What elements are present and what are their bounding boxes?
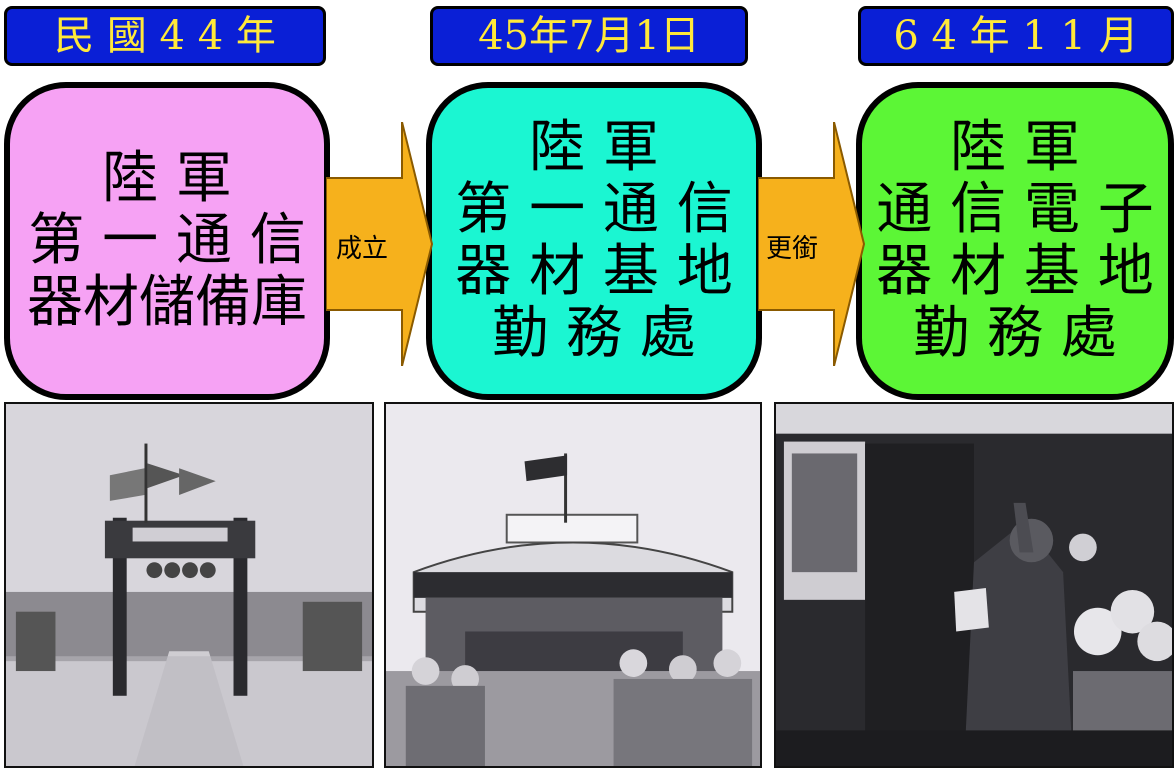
- stage-box-1: 陸 軍 第 一 通 信 器材儲備庫: [4, 82, 330, 400]
- stage-3-line-1: 陸 軍: [950, 115, 1080, 180]
- arrow-right-icon-1: [326, 122, 434, 366]
- stage-2-line-2: 第 一 通 信: [455, 177, 733, 242]
- stage-box-3: 陸 軍 通 信 電 子 器 材 基 地 勤 務 處: [856, 82, 1174, 400]
- stage-box-2: 陸 軍 第 一 通 信 器 材 基 地 勤 務 處: [426, 82, 762, 400]
- transition-label-2: 更銜: [766, 234, 819, 264]
- date-tag-2: 45年7月1日: [430, 6, 748, 66]
- arrow-right-icon-2: [758, 122, 866, 366]
- stage-3-line-3: 器 材 基 地: [876, 239, 1154, 304]
- ceremony-stage-with-soldiers-photo: [384, 402, 762, 768]
- date-tag-1: 民 國 4 4 年: [4, 6, 326, 66]
- stage-1-line-3: 器材儲備庫: [27, 270, 307, 335]
- stage-2-line-4: 勤 務 處: [492, 301, 696, 366]
- stage-3-line-2: 通 信 電 子: [876, 177, 1154, 242]
- stage-1-line-1: 陸 軍: [102, 146, 232, 211]
- officer-swearing-oath-photo: [774, 402, 1174, 768]
- date-tag-3: 6 4 年 1 1 月: [858, 6, 1174, 66]
- gate-archway-with-flags-photo: [4, 402, 374, 768]
- stage-1-line-2: 第 一 通 信: [28, 208, 306, 273]
- stage-2-line-3: 器 材 基 地: [455, 239, 733, 304]
- stage-2-line-1: 陸 軍: [529, 115, 659, 180]
- transition-label-1: 成立: [336, 234, 389, 264]
- stage-3-line-4: 勤 務 處: [913, 301, 1117, 366]
